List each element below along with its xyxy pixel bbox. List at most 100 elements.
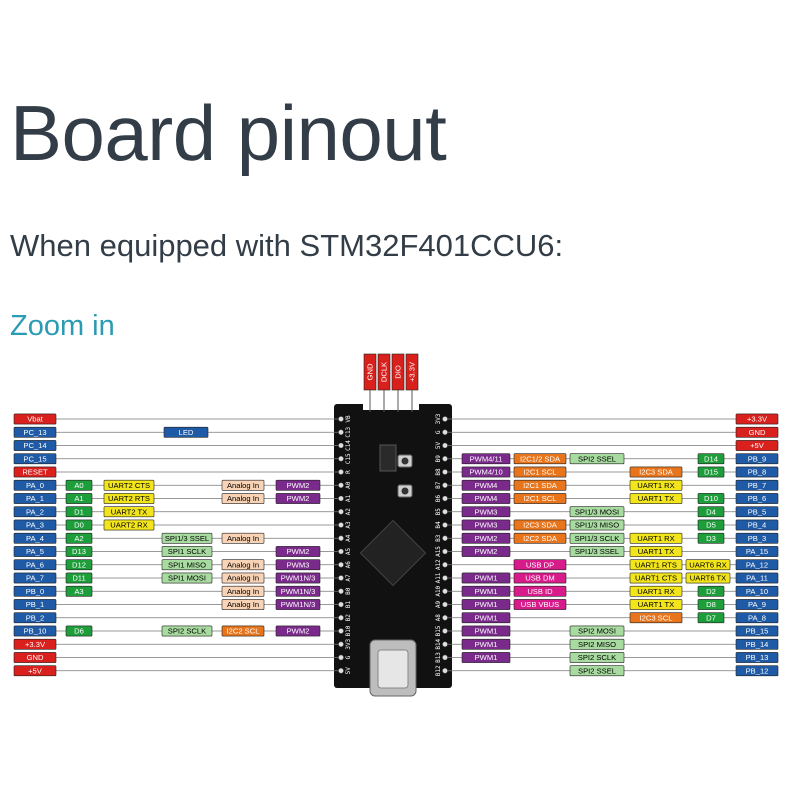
left-pin-label: PB_1: [26, 600, 45, 609]
left-pin-label-box: [13, 665, 57, 677]
board-pin-left: [338, 562, 344, 568]
right-pin-label: PA_8: [748, 613, 766, 622]
board-pin-left: [338, 442, 344, 449]
right-pin-label-box: [735, 546, 779, 557]
zoom-in-link[interactable]: Zoom in: [10, 310, 115, 342]
right-pin-label: PA_15: [746, 547, 768, 556]
left-function-tag-box: [65, 625, 93, 637]
right-function-tag-box: [697, 612, 725, 624]
right-function-tag: UART1 RX: [637, 587, 674, 596]
right-function-tag: SPI2 SSEL: [578, 454, 616, 463]
left-function-tag-box: [275, 479, 321, 491]
left-pin-label: PB_2: [26, 613, 45, 622]
right-function-tag: PWM2: [475, 534, 498, 543]
board-silk-right: B13: [435, 652, 442, 663]
right-function-tag-box: [513, 493, 567, 504]
left-function-tag-box: [65, 479, 93, 491]
right-function-tag: PWM4: [475, 481, 498, 490]
board-pin-right: [442, 416, 448, 422]
board-silk-left: C15: [345, 453, 352, 464]
right-function-tag: UART1 TX: [638, 494, 674, 503]
board-pin-left: [338, 535, 344, 541]
right-function-tag: UART6 TX: [690, 574, 726, 583]
left-function-tag-box: [103, 519, 155, 531]
left-function-tag-box: [161, 625, 213, 637]
right-function-tag: D10: [704, 494, 718, 503]
right-function-tag-box: [569, 665, 625, 677]
board-silk-left: A3: [345, 521, 352, 529]
left-pin-label: +3.3V: [25, 640, 46, 649]
key-button-cap: [401, 457, 409, 465]
right-pin-label: PB_12: [746, 666, 769, 675]
board-silk-right: B6: [435, 495, 442, 503]
left-function-tag: D13: [72, 547, 86, 556]
left-pin-label: PC_14: [23, 441, 46, 450]
right-function-tag: I2C2 SDA: [523, 534, 558, 543]
board-pin-left: [338, 615, 344, 621]
right-function-tag: PWM1: [475, 587, 498, 596]
right-function-tag-box: [569, 506, 625, 518]
left-pin-label: PA_0: [26, 481, 44, 490]
right-pin-label-box: [735, 479, 779, 491]
board-silk-right: A15: [435, 546, 442, 557]
left-function-tag: D6: [74, 627, 84, 636]
right-function-tag-box: [513, 559, 567, 571]
left-function-tag: PWM1N/3: [281, 587, 316, 596]
board-pin-right: [442, 495, 448, 502]
crystal: [379, 444, 397, 472]
board-pin-right: [442, 548, 448, 555]
right-function-tag: I2C1/2 SDA: [520, 454, 561, 463]
right-function-tag-box: [697, 532, 725, 544]
right-function-tag: SPI2 MISO: [578, 640, 616, 649]
left-pin-label-box: [13, 652, 57, 663]
left-function-tag: SPI1 MISO: [168, 560, 206, 569]
right-function-tag-box: [461, 638, 511, 650]
board-silk-right: B15: [435, 625, 442, 636]
board-pin-right: [442, 601, 448, 608]
right-pin-label: PB_4: [748, 521, 767, 530]
left-function-tag-box: [103, 493, 155, 504]
left-pin-label: PA_5: [26, 547, 44, 556]
right-function-tag-box: [513, 532, 567, 544]
left-pin-label: PA_3: [26, 521, 44, 530]
right-function-tag: PWM4/10: [469, 468, 502, 477]
board-silk-left: 3V3: [345, 638, 352, 649]
left-function-tag-box: [65, 572, 93, 584]
right-pin-label-box: [735, 612, 779, 624]
left-function-tag: PWM1N/3: [281, 574, 316, 583]
left-pin-label-box: [13, 625, 57, 637]
right-function-tag-box: [697, 599, 725, 610]
right-pin-label: PB_7: [748, 481, 767, 490]
left-pin-label: Vbat: [27, 415, 44, 424]
right-function-tag: SPI2 MOSI: [578, 627, 616, 636]
board-silk-left: A6: [345, 561, 352, 569]
left-function-tag-box: [275, 493, 321, 504]
right-pin-label-box: [735, 665, 779, 677]
right-function-tag: UART1 RX: [637, 534, 674, 543]
right-function-tag: SPI2 SCLK: [578, 653, 616, 662]
right-function-tag: UART6 RX: [689, 560, 726, 569]
right-function-tag: I2C1 SDA: [523, 481, 558, 490]
board-pin-right: [442, 562, 448, 568]
board-silk-right: B9: [435, 455, 442, 463]
board-silk-left: A5: [345, 548, 352, 556]
board-silk-right: 3V3: [435, 413, 442, 424]
board-pin-right: [442, 469, 448, 475]
left-function-tag: LED: [179, 428, 194, 437]
right-function-tag-box: [461, 599, 511, 610]
right-function-tag-box: [513, 572, 567, 584]
left-function-tag-box: [65, 532, 93, 544]
debug-pin-label: +3.3V: [408, 361, 417, 382]
board-pin-right: [442, 535, 448, 541]
left-function-tag-box: [103, 506, 155, 518]
left-pin-label: PA_1: [26, 494, 44, 503]
right-pin-label: PB_13: [746, 653, 769, 662]
right-function-tag: D4: [706, 507, 716, 516]
left-function-tag-box: [221, 479, 265, 491]
right-pin-label-box: [735, 585, 779, 597]
board-silk-right: G: [435, 430, 442, 434]
right-function-tag-box: [461, 479, 511, 491]
board-silk-right: B5: [435, 508, 442, 516]
board-silk-right: B12: [435, 665, 442, 676]
board-silk-right: B4: [435, 521, 442, 529]
